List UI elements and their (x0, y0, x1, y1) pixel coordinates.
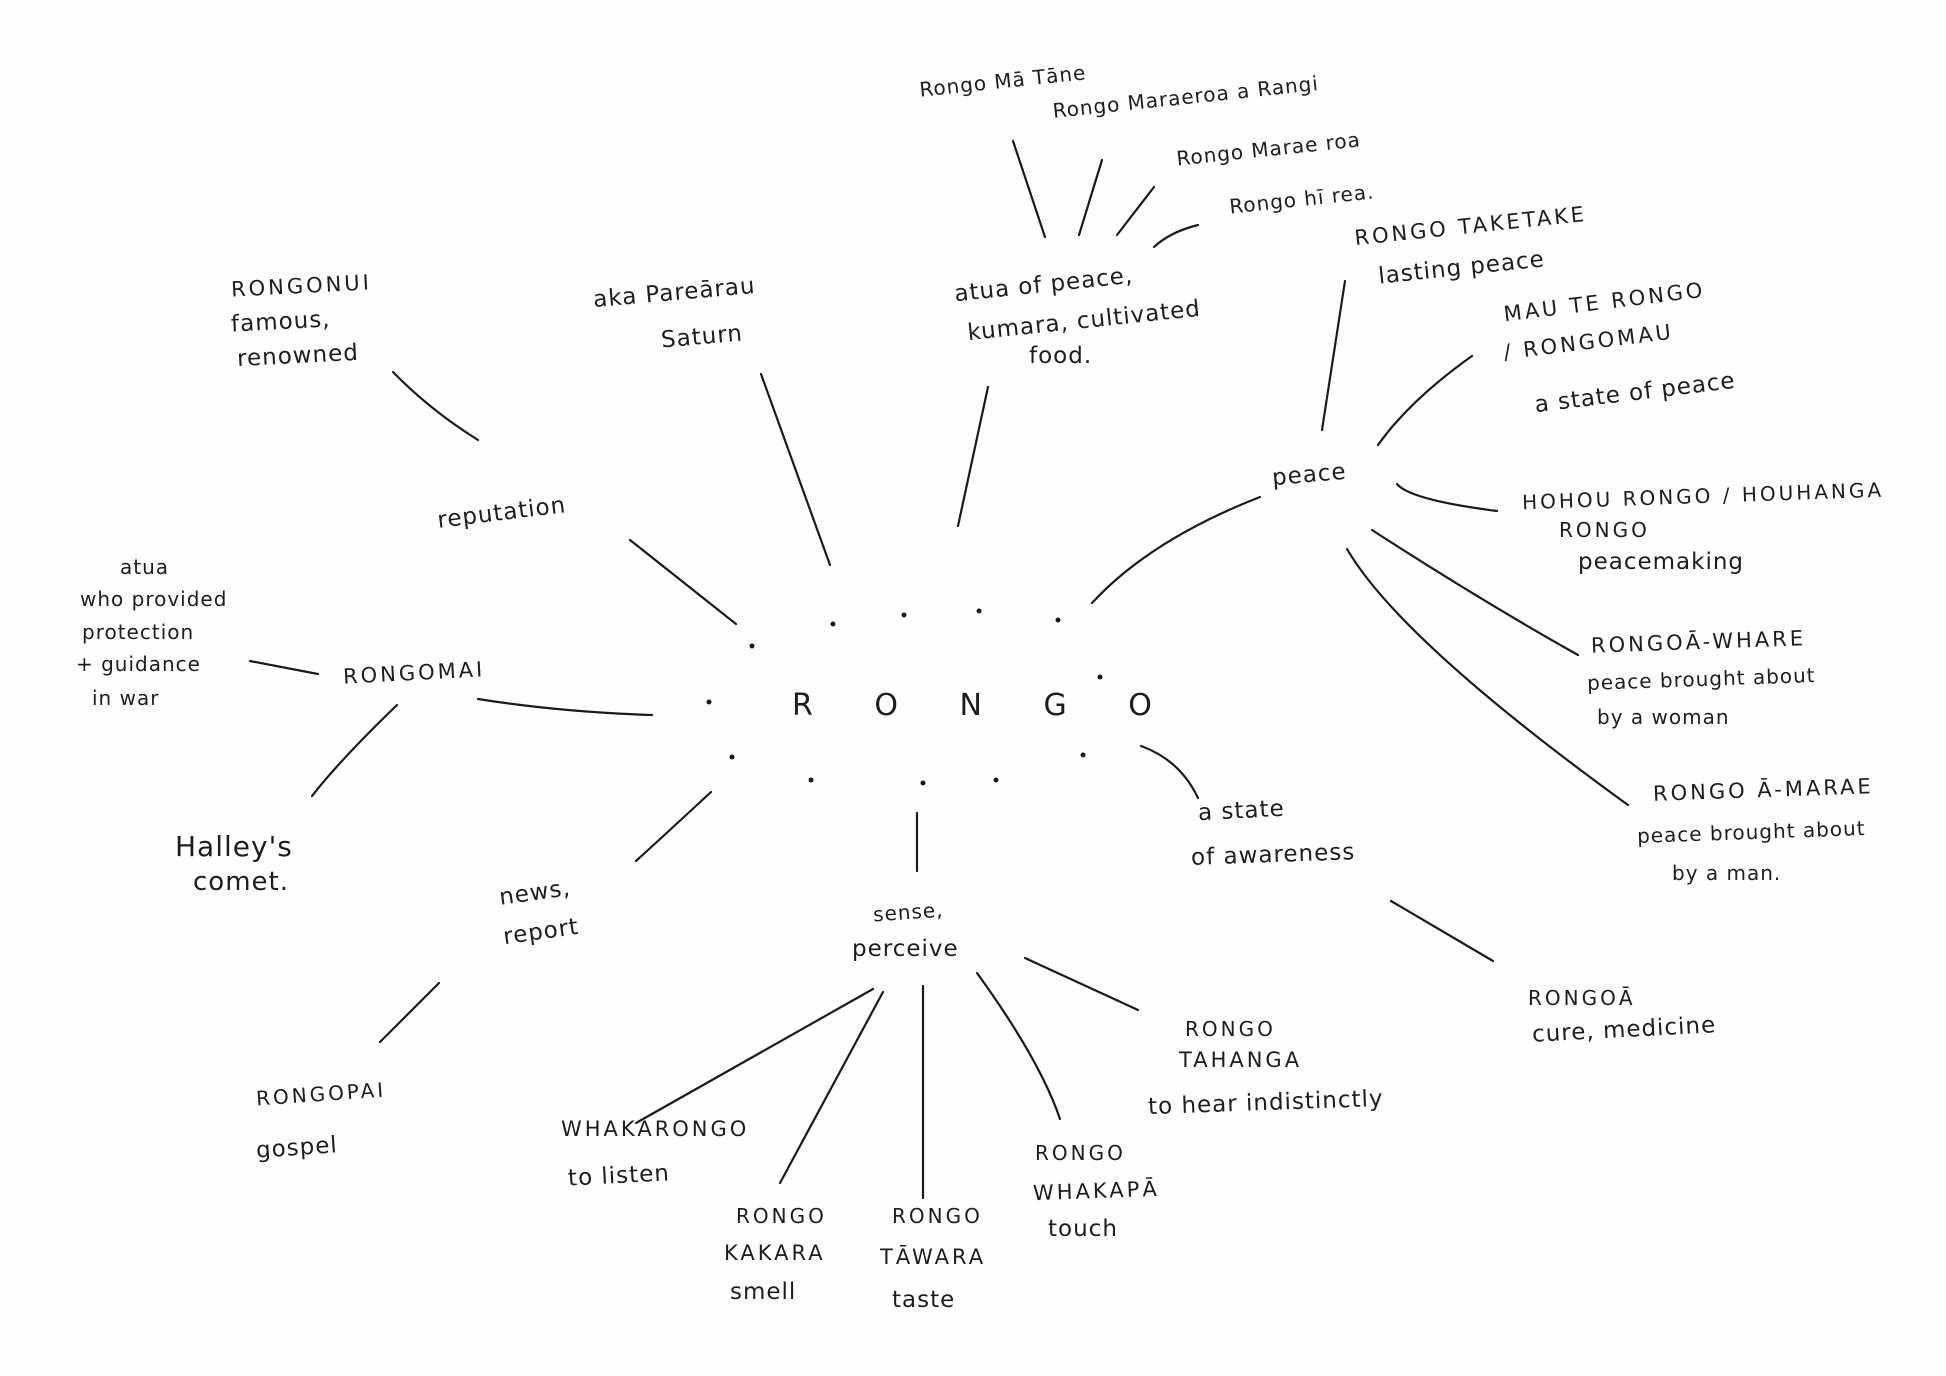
connector (634, 790, 713, 863)
label: protection (82, 620, 195, 644)
label: TĀWARA (880, 1245, 987, 1269)
dot (749, 643, 755, 649)
connector (391, 370, 480, 442)
connector (1389, 899, 1495, 963)
dot (1080, 752, 1086, 758)
label: RONGO (736, 1204, 827, 1228)
sense-node: sense, (872, 897, 945, 927)
label: WHAKAPĀ (1032, 1176, 1161, 1206)
label: by a woman (1597, 705, 1730, 729)
label: famous, (230, 306, 332, 338)
connector (778, 990, 885, 1185)
label: who provided (80, 587, 228, 611)
dot (976, 608, 982, 614)
dot (830, 621, 836, 627)
label: food. (1029, 343, 1093, 369)
connector (1320, 279, 1347, 432)
connector (956, 385, 990, 528)
connector (628, 538, 738, 626)
connector (634, 987, 875, 1125)
label: to listen (567, 1160, 671, 1192)
label: RONGO (892, 1204, 983, 1228)
connector (248, 659, 320, 676)
sense-node: perceive (852, 936, 959, 962)
connector (1011, 139, 1047, 239)
label: by a man. (1672, 861, 1782, 885)
label: RONGO (1185, 1017, 1276, 1041)
label: touch (1048, 1216, 1118, 1242)
label: + guidance (76, 652, 201, 676)
label: TAHANGA (1179, 1048, 1303, 1072)
dot (729, 754, 735, 760)
dot (993, 777, 999, 783)
label: Halley's (175, 830, 293, 863)
connector (759, 372, 832, 567)
dot (1097, 674, 1103, 680)
label: comet. (193, 867, 289, 897)
label: smell (730, 1279, 797, 1305)
label: KAKARA (724, 1241, 826, 1265)
connector (975, 971, 1062, 1121)
dot (901, 612, 907, 618)
connector (1090, 495, 1262, 605)
label: peacemaking (1578, 549, 1745, 575)
connector (1345, 547, 1630, 807)
label: RONGO (1559, 518, 1650, 542)
label: taste (892, 1287, 956, 1313)
connector (476, 697, 654, 717)
dot (808, 777, 814, 783)
awareness-node: a state (1197, 795, 1286, 827)
connector (1152, 223, 1200, 249)
connector (1376, 354, 1474, 447)
label: WHAKARONGO (561, 1117, 750, 1141)
connector (1370, 528, 1580, 657)
connector (1077, 158, 1104, 237)
connector (1023, 956, 1140, 1012)
connector (1139, 744, 1200, 800)
center-title: R O N G O (792, 688, 1178, 723)
dot (920, 780, 926, 786)
dot (1055, 617, 1061, 623)
connector (378, 981, 441, 1044)
dot (706, 699, 712, 705)
connector (1395, 482, 1499, 513)
label: in war (92, 686, 160, 710)
label: RONGOĀ (1528, 986, 1636, 1010)
connector (1115, 185, 1156, 237)
label: atua (120, 555, 170, 579)
label: RONGO (1035, 1141, 1126, 1165)
connector (310, 703, 399, 798)
